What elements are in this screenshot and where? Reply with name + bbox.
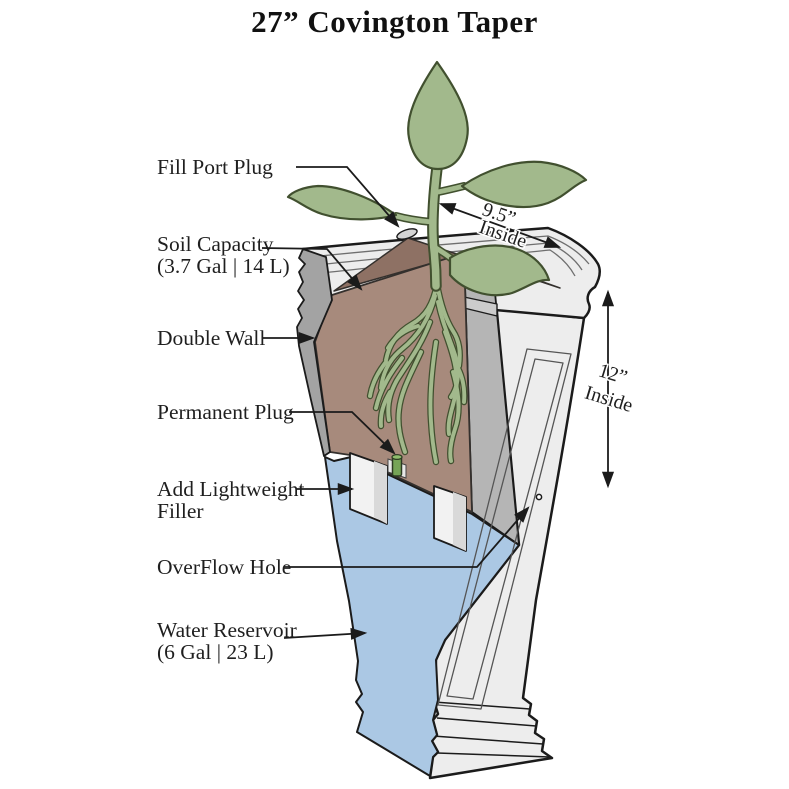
overflow-hole-part [535,493,543,501]
callout-labels: Fill Port Plug Soil Capacity (3.7 Gal | … [157,155,305,664]
leader-water-reservoir [283,627,368,640]
label-water-reservoir: Water Reservoir [157,618,297,642]
label-soil-capacity-2: (3.7 Gal | 14 L) [157,254,290,278]
label-filler-2: Filler [157,499,204,523]
label-double-wall: Double Wall [157,326,265,350]
leaf-top [407,60,469,171]
fill-port-plug-part [396,228,418,240]
leaf-right [460,160,588,209]
label-filler: Add Lightweight [157,477,305,501]
dimension-inside-height: 12” Inside [581,289,637,489]
leader-fill-port-plug [296,166,400,228]
leaf-left [286,184,398,221]
permanent-plug-part [387,454,407,479]
shell-front-face [428,251,586,780]
page-title: 27” Covington Taper [251,4,538,39]
water-reservoir-fill [324,456,520,777]
face-panel [437,348,572,710]
plant [286,60,588,297]
callout-leaders [261,166,530,640]
label-water-reservoir-2: (6 Gal | 23 L) [157,640,274,664]
leader-soil-capacity [261,247,363,291]
wall-cut-strip [296,248,333,457]
filler-feet [349,452,467,552]
label-permanent-plug: Permanent Plug [157,400,294,424]
leader-permanent-plug [289,411,396,455]
label-fill-port-plug: Fill Port Plug [157,155,273,179]
label-overflow-hole: OverFlow Hole [157,555,291,579]
leader-overflow-hole [284,506,530,568]
label-soil-capacity: Soil Capacity [157,232,274,256]
